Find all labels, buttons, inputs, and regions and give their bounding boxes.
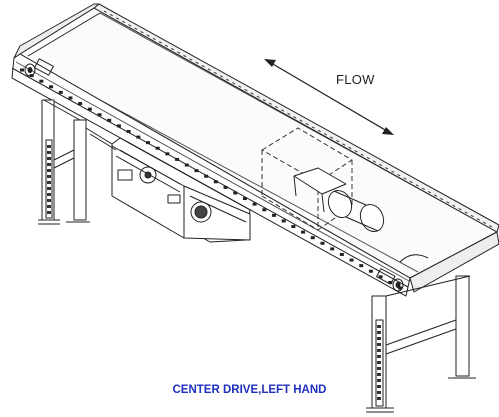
roller-hole	[398, 286, 402, 290]
leg-adjust-hole	[377, 361, 381, 364]
leg-adjust-hole	[377, 337, 381, 340]
roller-hole	[58, 90, 63, 94]
roller-hole	[116, 124, 121, 128]
leg-adjust-hole	[47, 199, 51, 202]
roller-hole	[136, 135, 141, 139]
roller-hole	[146, 141, 150, 145]
roller-hole	[349, 258, 354, 262]
flow-arrow	[264, 59, 394, 135]
leg-adjust-hole	[377, 325, 381, 328]
roller-hole	[301, 230, 306, 234]
roller-hole	[378, 275, 383, 279]
roller-hole	[155, 146, 160, 150]
leg-adjust-hole	[47, 169, 51, 172]
roller-hole	[49, 85, 54, 89]
leg-adjust-hole	[377, 385, 381, 388]
roller-hole	[359, 264, 364, 268]
cylinder-part	[293, 167, 385, 233]
roller-hole	[97, 113, 102, 117]
leg-adjust-hole	[47, 193, 51, 196]
center-drive-unit	[85, 127, 251, 243]
head-pulley	[376, 231, 499, 293]
left-support-stand	[38, 99, 90, 225]
roller-hole	[330, 247, 335, 251]
leg-adjust-hole	[377, 343, 381, 346]
drawing-caption: CENTER DRIVE,LEFT HAND	[172, 384, 327, 396]
roller-hole	[87, 107, 92, 111]
roller-hole	[339, 252, 344, 256]
leg-adjust-hole	[47, 151, 51, 154]
leg-adjust-hole	[47, 145, 51, 148]
roller-hole	[242, 197, 247, 201]
roller-hole	[39, 79, 44, 83]
leg-adjust-hole	[377, 397, 381, 400]
leg-adjust-hole	[377, 349, 381, 352]
roller-hole	[233, 191, 238, 195]
leg-adjust-hole	[377, 391, 381, 394]
roller-hole	[107, 118, 112, 122]
leg-adjust-hole	[47, 211, 51, 214]
tail-pulley	[13, 3, 100, 77]
roller-hole	[272, 213, 276, 217]
flow-label: FLOW	[336, 72, 375, 87]
roller-hole	[281, 219, 286, 223]
roller-hole	[204, 174, 209, 178]
roller-hole	[175, 157, 180, 161]
roller-hole	[126, 129, 131, 133]
roller-hole	[262, 208, 267, 212]
leg-adjust-hole	[47, 187, 51, 190]
leg-adjust-hole	[47, 163, 51, 166]
leg-adjust-hole	[377, 355, 381, 358]
roller-hole	[252, 202, 257, 206]
belt-surface	[19, 7, 498, 279]
leg-adjust-hole	[377, 379, 381, 382]
roller-hole	[165, 152, 170, 156]
leg-adjust-hole	[47, 181, 51, 184]
leg-adjust-hole	[47, 205, 51, 208]
leg-adjust-hole	[47, 157, 51, 160]
frame-roller-holes	[20, 68, 402, 290]
roller-hole	[184, 163, 189, 167]
roller-hole	[213, 180, 218, 184]
roller-hole	[320, 241, 325, 245]
leg-adjust-hole	[47, 175, 51, 178]
roller-hole	[78, 102, 83, 106]
leg-adjust-hole	[377, 331, 381, 334]
leg-adjust-hole	[377, 373, 381, 376]
roller-hole	[310, 236, 315, 240]
roller-hole	[368, 269, 373, 273]
roller-hole	[68, 96, 73, 100]
right-support-stand	[366, 275, 476, 413]
roller-hole	[194, 169, 199, 173]
near-side-frame	[11, 53, 411, 297]
roller-hole	[388, 280, 393, 284]
roller-hole	[20, 68, 24, 72]
leg-adjust-hole	[377, 367, 381, 370]
roller-hole	[291, 225, 296, 229]
roller-hole	[223, 185, 228, 189]
